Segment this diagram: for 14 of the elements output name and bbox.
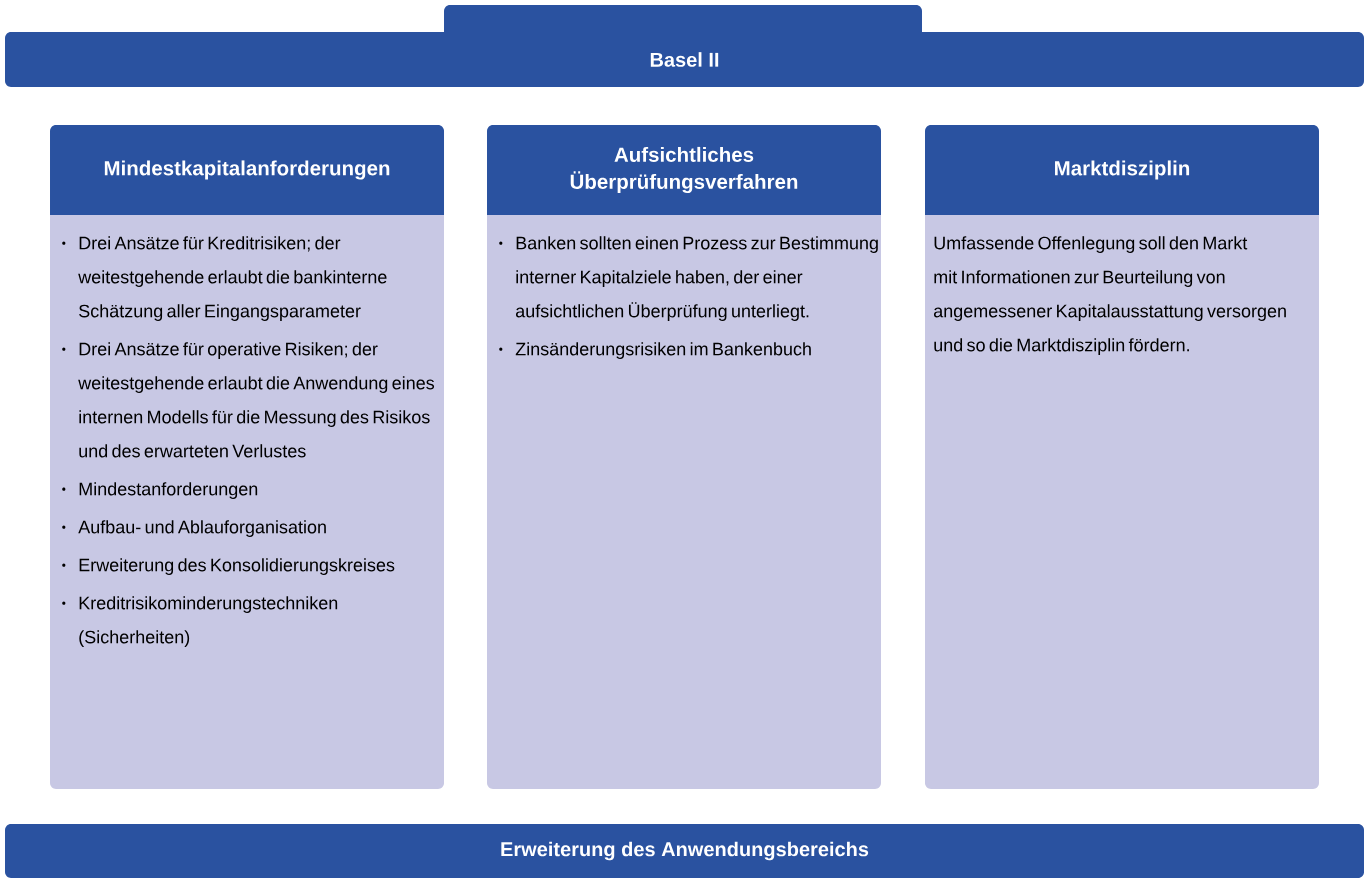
bullet-item: Erweiterung des Konsolidierungskreises [62, 558, 395, 575]
bullet-item: Mindestanforderungen [62, 482, 258, 499]
bullet-item: Aufbau- und Ablauforganisation [62, 520, 326, 537]
banner: Basel II [5, 5, 1364, 87]
bullet-item: Kreditrisikominderungstechniken (Sicherheiten) [62, 596, 338, 647]
bullet-item: Zinsänderungsrisiken im Bankenbuch [499, 342, 811, 359]
header-band: Aufsichtliches Überprüfungsverfahren [487, 125, 881, 215]
bullet-item: Drei Ansätze für Kreditrisiken; der weitestgehende erlaubt die bankinterne Schätzung aller Eingangsparameter [62, 236, 387, 321]
banner: Erweiterung des Anwendungsbereichs [5, 824, 1364, 878]
bullet-item: Drei Ansätze für operative Risiken; der weitestgehende erlaubt die Anwendung eines internen Modells für die Messung des Risikos und des erwarteten Verlustes [62, 342, 435, 458]
header-band: Marktdisziplin [925, 125, 1319, 215]
bullet-item: Banken sollten einen Prozess zur Bestimmung interner Kapitalziele haben, der einer aufsichtlichen Überprüfung unterliegt. [499, 236, 878, 321]
body-text: Umfassende Offenlegung soll den Markt mit Informationen zur Beurteilung von angemessener Kapitalausstattung versorgen und so die Marktdisziplin fördern. [933, 236, 1286, 355]
header-band: Mindestkapitalanforderungen [50, 125, 444, 215]
